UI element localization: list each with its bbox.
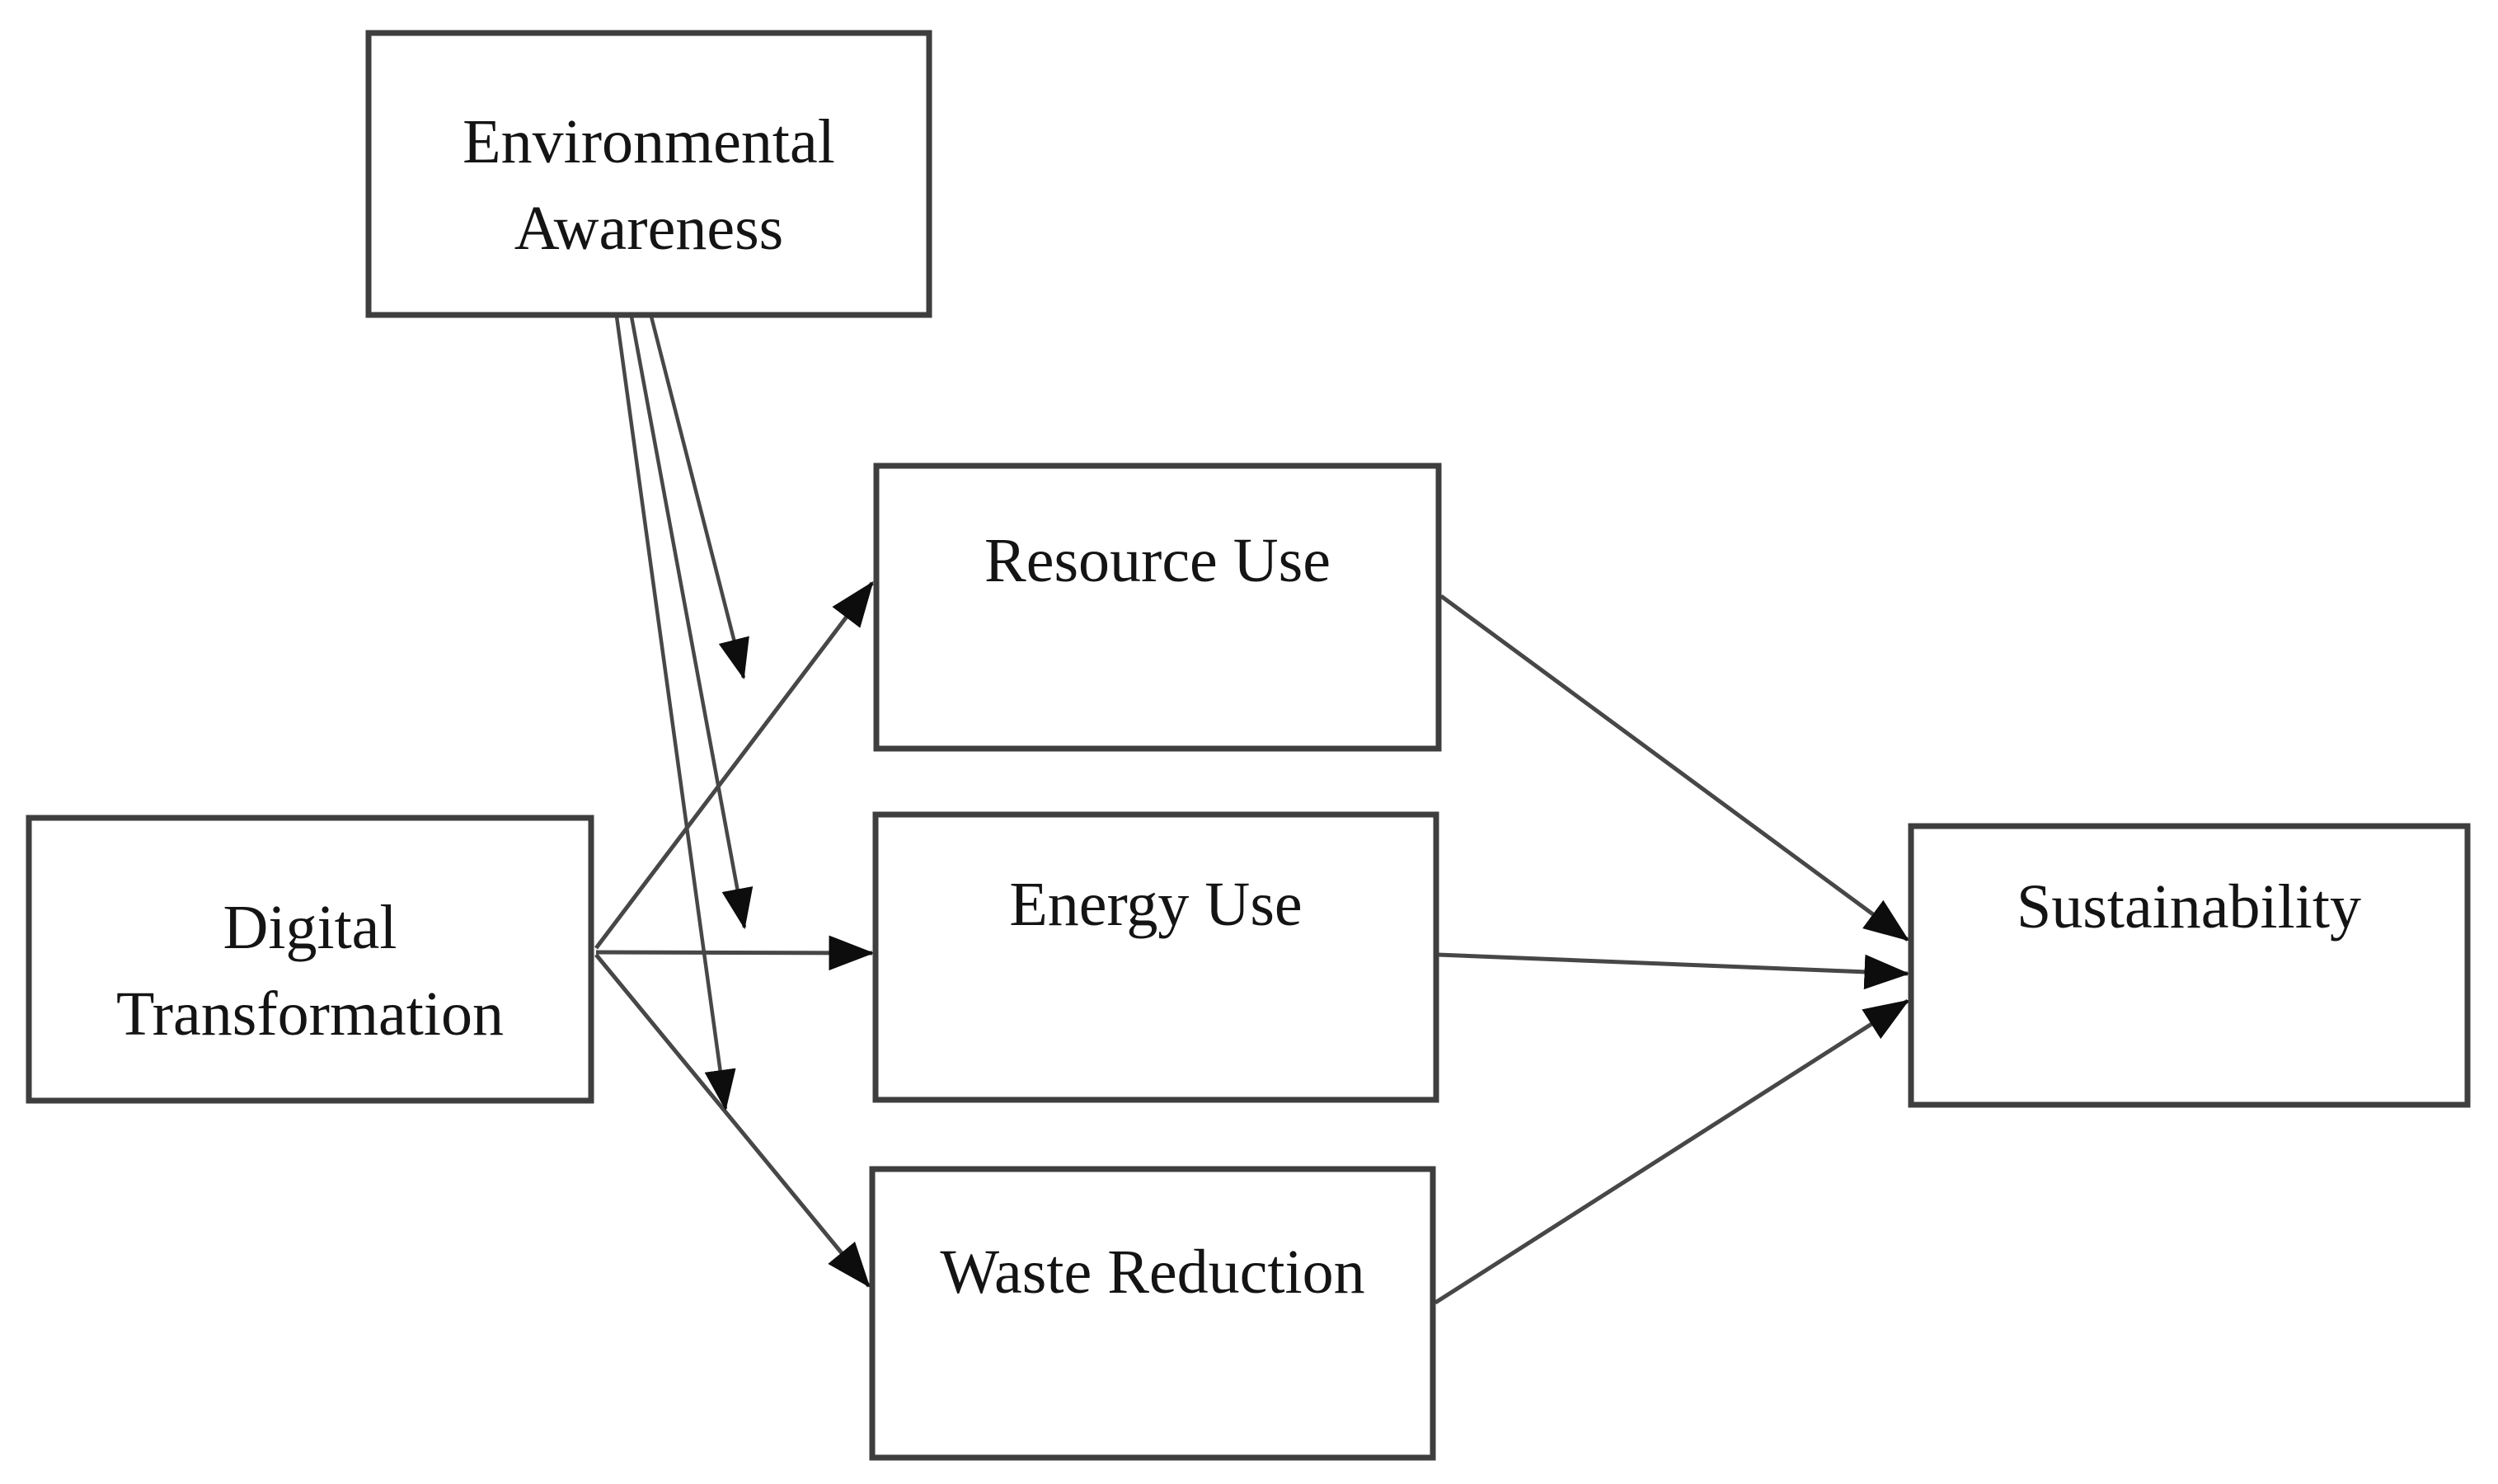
node-energy-use: Energy Use — [872, 811, 1439, 1103]
resource-use-box — [873, 463, 1442, 752]
digital-transformation-label-line2: Transformation — [116, 979, 504, 1049]
waste-reduction-label: Waste Reduction — [940, 1237, 1364, 1307]
environmental-awareness-label-line1: Environmental — [463, 107, 835, 176]
edge-environmental-awareness-to-dt-wr-path — [614, 316, 736, 1111]
edge-environmental-awareness-to-dt-eu-path — [629, 316, 754, 930]
node-environmental-awareness: Environmental Awareness — [365, 30, 932, 318]
node-digital-transformation: Digital Transformation — [26, 815, 594, 1104]
node-waste-reduction: Waste Reduction — [869, 1166, 1436, 1461]
environmental-awareness-label-line2: Awareness — [514, 194, 783, 263]
edge-energy-use-to-sustainability — [1437, 952, 1910, 990]
environmental-awareness-box — [365, 30, 932, 318]
node-resource-use: Resource Use — [873, 463, 1442, 752]
edge-resource-use-to-sustainability — [1439, 594, 1910, 942]
energy-use-box — [872, 811, 1439, 1103]
nodes-group: Environmental Awareness Digital Transfor… — [26, 30, 2471, 1461]
edge-digital-transformation-to-resource-use — [594, 581, 874, 950]
node-sustainability: Sustainability — [1908, 823, 2471, 1108]
digital-transformation-label-line1: Digital — [223, 893, 397, 962]
edge-digital-transformation-to-waste-reduction — [594, 953, 871, 1288]
digital-transformation-box — [26, 815, 594, 1104]
energy-use-label: Energy Use — [1009, 870, 1302, 939]
edge-waste-reduction-to-sustainability — [1434, 998, 1910, 1305]
edge-environmental-awareness-to-dt-ru-path — [649, 316, 749, 680]
waste-reduction-box — [869, 1166, 1436, 1461]
resource-use-label: Resource Use — [984, 526, 1331, 595]
sustainability-label: Sustainability — [2017, 872, 2361, 942]
edges-group — [594, 316, 1910, 1305]
edge-digital-transformation-to-energy-use — [595, 935, 875, 971]
sustainability-box — [1908, 823, 2471, 1108]
